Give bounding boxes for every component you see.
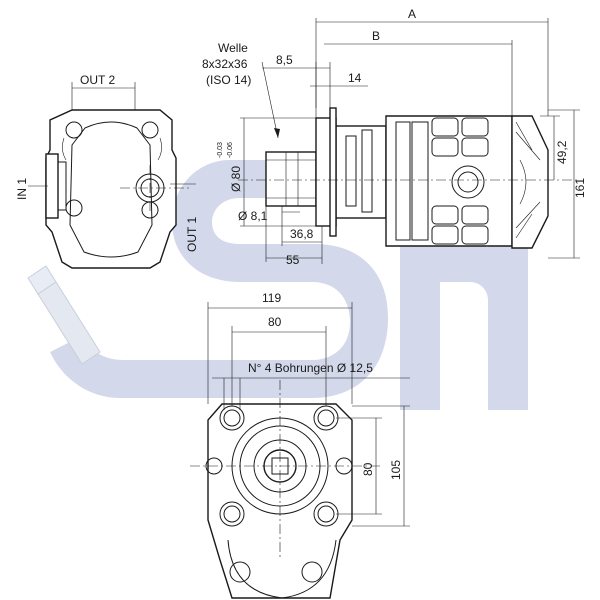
watermark-logo: [50, 160, 528, 410]
dim-14: 14: [348, 71, 362, 85]
dim-49-2: 49,2: [555, 140, 569, 164]
pump-flange-view: 119 80 N° 4 Bohrungen Ø 12,5 80 105: [190, 291, 410, 599]
dim-phi80: Ø 80: [229, 166, 243, 192]
dim-80-top: 80: [268, 315, 282, 329]
dim-36-8: 36,8: [290, 227, 314, 241]
watermark-text: SH: [0, 0, 2, 1]
tol-lower: -0.06: [227, 142, 234, 158]
tol-upper: -0.03: [217, 142, 224, 158]
dim-55: 55: [286, 253, 300, 267]
hose-fitting-sketch: [27, 265, 101, 365]
dim-B: B: [372, 29, 380, 43]
dim-phi8-1: Ø 8,1: [238, 209, 268, 223]
shaft-label-line3: (ISO 14): [206, 73, 251, 87]
dim-80-side: 80: [361, 462, 375, 476]
pump-length-view: Welle 8x32x36 (ISO 14) A B 8,5 14 Ø 80 -…: [202, 7, 587, 267]
port-label-out1: OUT 1: [185, 217, 199, 252]
dim-A: A: [408, 7, 416, 21]
dim-161: 161: [573, 178, 587, 198]
dim-105: 105: [389, 460, 403, 480]
shaft-label-line2: 8x32x36: [202, 57, 248, 71]
port-label-out2: OUT 2: [80, 73, 115, 87]
port-label-in1: IN 1: [15, 178, 29, 200]
dim-8-5: 8,5: [276, 53, 293, 67]
dim-119: 119: [262, 291, 281, 305]
pump-side-view: OUT 2 IN 1 OUT 1: [15, 73, 199, 269]
shaft-label-line1: Welle: [218, 41, 248, 55]
holes-label: N° 4 Bohrungen Ø 12,5: [248, 361, 373, 375]
